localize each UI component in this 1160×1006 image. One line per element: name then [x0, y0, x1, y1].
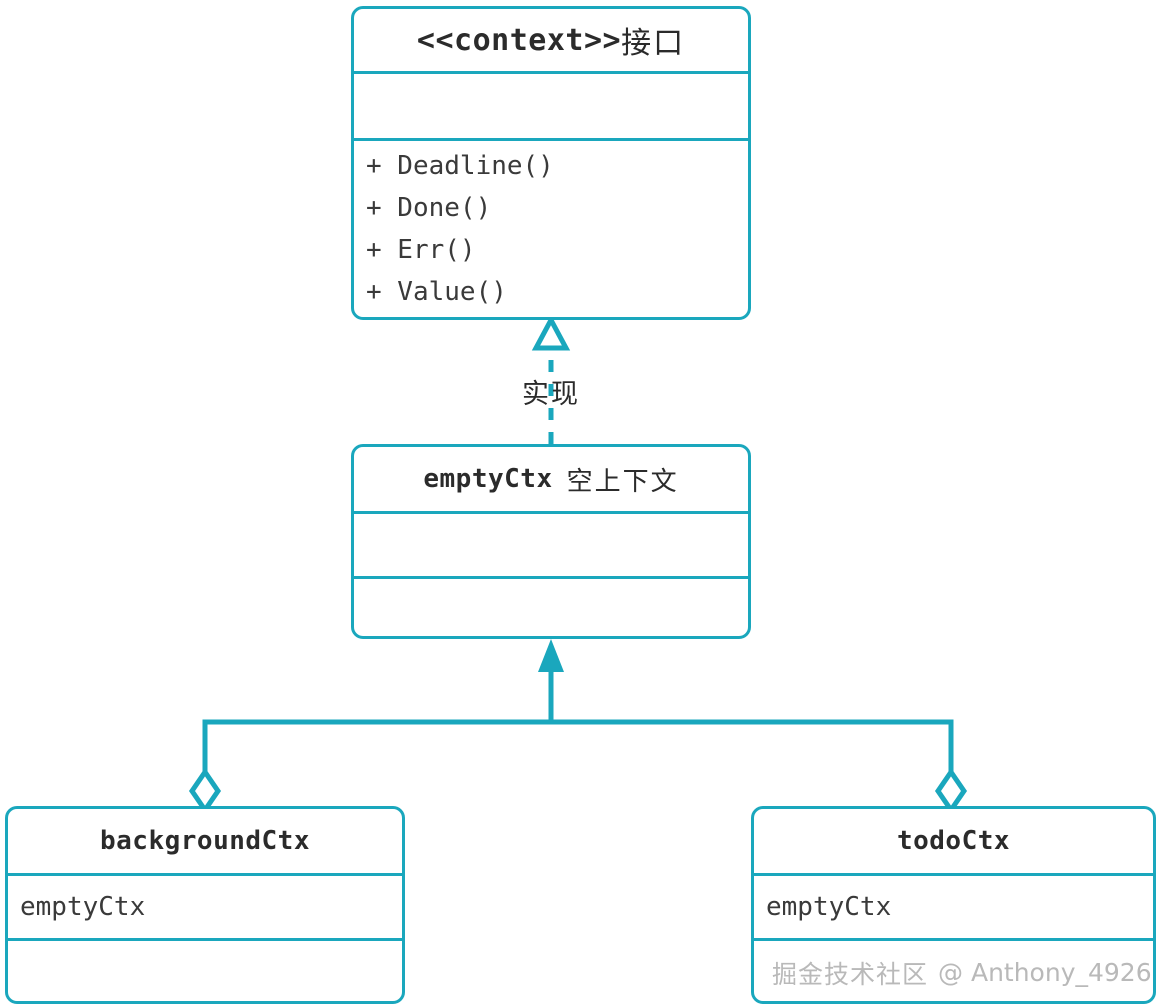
class-attribute: emptyCtx	[766, 891, 892, 922]
class-title-cn-emptyctx: 空上下文	[566, 466, 679, 497]
class-attributes-context	[354, 71, 748, 138]
class-title-context: <<context>>接口	[354, 9, 748, 71]
watermark-site: 掘金技术社区	[772, 959, 929, 989]
class-methods-emptyctx	[354, 576, 748, 636]
class-methods-backgroundctx	[8, 938, 402, 1001]
class-method: + Deadline()	[366, 150, 554, 181]
class-attributes-todoctx: emptyCtx	[754, 873, 1153, 938]
class-box-todoctx[interactable]: todoCtx emptyCtx 掘金技术社区 @ Anthony_4926	[751, 806, 1156, 1004]
class-title-todoctx: todoCtx	[754, 809, 1153, 873]
class-method: + Value()	[366, 277, 507, 308]
class-box-emptyctx[interactable]: emptyCtx 空上下文	[351, 444, 751, 639]
aggregation-trunk-edge	[538, 639, 564, 722]
class-method: + Done()	[366, 192, 492, 223]
watermark: 掘金技术社区 @ Anthony_4926	[754, 938, 1153, 1001]
class-methods-context: + Deadline() + Done() + Err() + Value()	[354, 138, 748, 317]
class-attributes-emptyctx	[354, 511, 748, 576]
class-name-emptyctx: emptyCtx	[423, 464, 553, 494]
watermark-handle: @ Anthony_4926	[938, 958, 1152, 987]
class-name-backgroundctx: backgroundCtx	[100, 826, 310, 856]
class-title-emptyctx: emptyCtx 空上下文	[354, 447, 748, 511]
class-attributes-backgroundctx: emptyCtx	[8, 873, 402, 938]
aggregation-diamond-left	[188, 767, 222, 815]
aggregation-diamond-right	[934, 767, 968, 815]
class-attribute: emptyCtx	[20, 891, 146, 922]
relation-label-realization: 实现	[522, 379, 580, 410]
class-box-context[interactable]: <<context>>接口 + Deadline() + Done() + Er…	[351, 6, 751, 320]
class-stereotype-context: <<context>>	[416, 22, 622, 58]
class-method: + Err()	[366, 235, 476, 265]
class-box-backgroundctx[interactable]: backgroundCtx emptyCtx	[5, 806, 405, 1004]
class-title-cn-context: 接口	[621, 26, 686, 61]
class-name-todoctx: todoCtx	[896, 826, 1011, 856]
class-title-backgroundctx: backgroundCtx	[8, 809, 402, 873]
aggregation-bus	[202, 719, 954, 806]
